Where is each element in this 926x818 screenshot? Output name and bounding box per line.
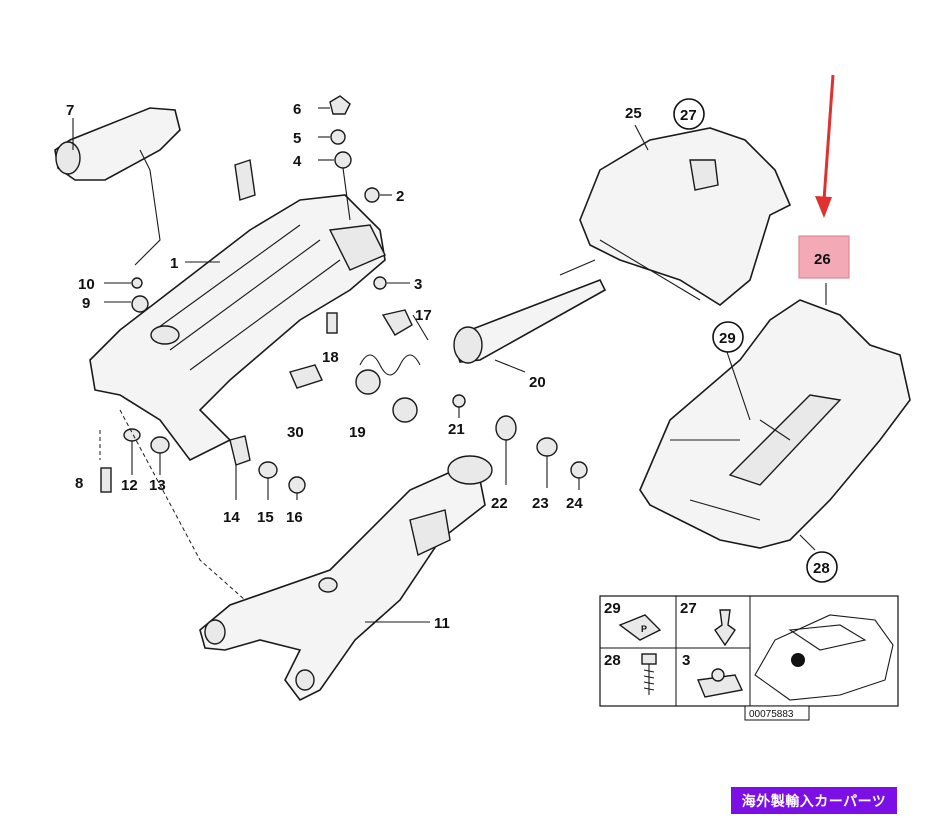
callout-12: 12 (121, 477, 138, 494)
red-pointer-arrow (815, 74, 835, 218)
callout-23: 23 (532, 495, 549, 512)
part-7-lever (54, 107, 181, 266)
callout-21: 21 (448, 421, 465, 438)
fasteners-2-6 (318, 95, 392, 221)
callout-9: 9 (82, 295, 90, 312)
callout-28-circle (806, 551, 838, 583)
callout-26: 26 (814, 251, 831, 268)
callout-1: 1 (170, 255, 178, 272)
callout-3: 3 (414, 276, 422, 293)
inset-label-29: 29 (604, 600, 621, 617)
callout-22: 22 (491, 495, 508, 512)
part-1-column-bracket (89, 159, 386, 462)
callout-5: 5 (293, 130, 301, 147)
callout-30: 30 (287, 424, 304, 441)
part-26-lower-cover (639, 283, 911, 551)
callout-16: 16 (286, 509, 303, 526)
part-11-yoke (199, 455, 493, 702)
parts-17-19-30 (289, 309, 429, 423)
callout-15: 15 (257, 509, 274, 526)
callout-27-circle (673, 98, 705, 130)
parts-9-10 (104, 277, 149, 313)
part-20-rod (453, 278, 607, 373)
callout-29: 29 (719, 330, 736, 347)
inset-label-27: 27 (680, 600, 697, 617)
callout-20: 20 (529, 374, 546, 391)
callout-19: 19 (349, 424, 366, 441)
inset-label-28: 28 (604, 652, 621, 669)
callout-14: 14 (223, 509, 240, 526)
svg-text:P: P (641, 624, 647, 634)
part-3-screw (373, 276, 410, 290)
inset-panel: P (599, 595, 899, 707)
callout-27: 27 (680, 107, 697, 124)
location-dot (791, 653, 805, 667)
callout-4: 4 (293, 153, 302, 170)
callout-8: 8 (75, 475, 83, 492)
callout-13: 13 (149, 477, 166, 494)
part-25-upper-cover (559, 124, 792, 306)
callout-2: 2 (396, 188, 404, 205)
callout-18: 18 (322, 349, 339, 366)
callout-6: 6 (293, 101, 301, 118)
callout-11: 11 (434, 615, 450, 632)
callout-29-circle (712, 321, 744, 353)
inset-doc-code: 00075883 (749, 709, 794, 720)
callout-24: 24 (566, 495, 583, 512)
callout-25: 25 (625, 105, 642, 122)
callout-17: 17 (415, 307, 432, 324)
parts-8-12-16 (99, 409, 306, 601)
inset-label-3: 3 (682, 652, 690, 669)
brand-badge: 海外製輸入カーパーツ (731, 787, 897, 814)
callout-28: 28 (813, 560, 830, 577)
parts-21-24 (452, 394, 588, 490)
highlight-box-26 (798, 235, 850, 279)
callout-10: 10 (78, 276, 95, 293)
callout-7: 7 (66, 102, 74, 119)
